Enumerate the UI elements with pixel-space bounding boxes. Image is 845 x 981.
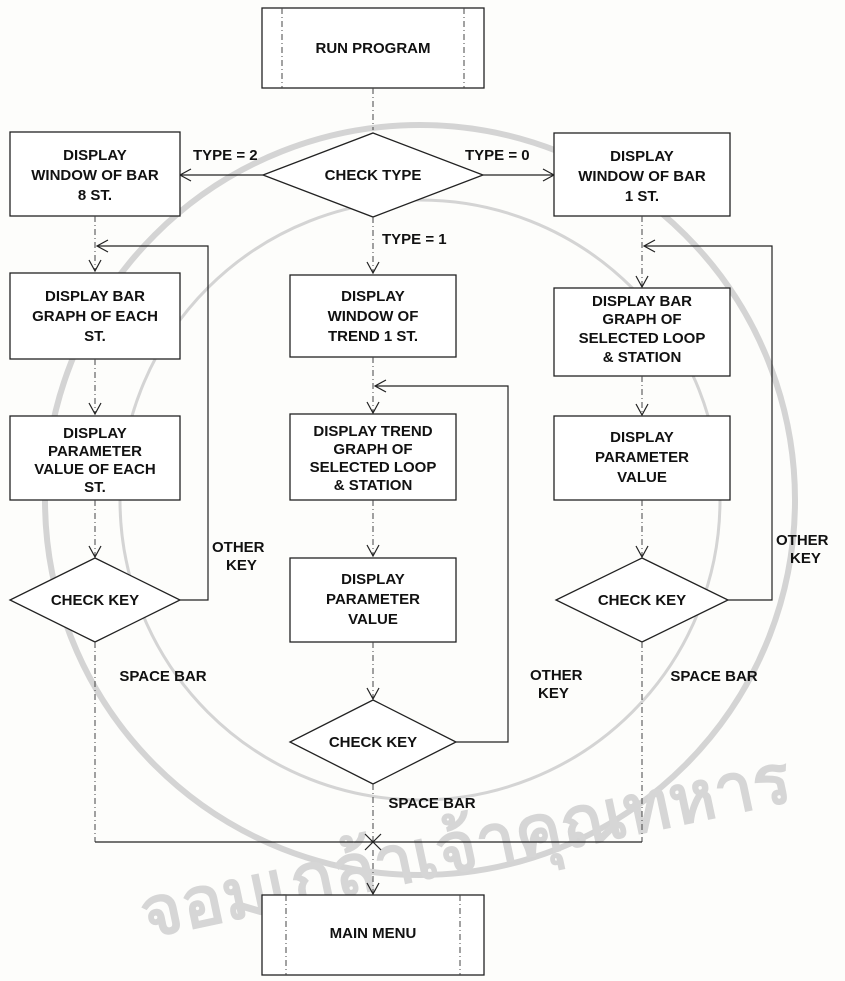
svg-text:GRAPH OF: GRAPH OF [602, 311, 681, 328]
svg-text:CHECK KEY: CHECK KEY [598, 592, 686, 609]
svg-text:DISPLAY: DISPLAY [341, 571, 405, 588]
svg-text:KEY: KEY [226, 557, 257, 574]
left-space-label: SPACE BAR [119, 668, 206, 685]
svg-text:PARAMETER: PARAMETER [48, 443, 142, 460]
check-type-label: CHECK TYPE [325, 167, 422, 184]
svg-text:DISPLAY TREND: DISPLAY TREND [313, 423, 432, 440]
mid-window-box: DISPLAY WINDOW OF TREND 1 ST. [290, 275, 456, 357]
type0-label: TYPE = 0 [465, 147, 530, 164]
mid-check-diamond: CHECK KEY [290, 700, 456, 784]
svg-text:& STATION: & STATION [334, 477, 413, 494]
svg-text:WINDOW OF BAR: WINDOW OF BAR [578, 168, 706, 185]
right-bargraph-box: DISPLAY BAR GRAPH OF SELECTED LOOP & STA… [554, 288, 730, 376]
mid-param-box: DISPLAY PARAMETER VALUE [290, 558, 456, 642]
mid-trend-box: DISPLAY TREND GRAPH OF SELECTED LOOP & S… [290, 414, 456, 500]
mid-space-label: SPACE BAR [388, 795, 475, 812]
svg-text:DISPLAY: DISPLAY [610, 148, 674, 165]
svg-text:VALUE: VALUE [617, 469, 667, 486]
svg-text:SELECTED LOOP: SELECTED LOOP [579, 330, 706, 347]
watermark-seal: จอมเกล้าเจ้าคุณทหาร [45, 125, 799, 958]
svg-text:GRAPH OF EACH: GRAPH OF EACH [32, 308, 158, 325]
svg-text:ST.: ST. [84, 328, 106, 345]
svg-text:PARAMETER: PARAMETER [326, 591, 420, 608]
end-box: MAIN MENU [262, 895, 484, 975]
svg-text:WINDOW OF: WINDOW OF [328, 308, 419, 325]
svg-text:KEY: KEY [538, 685, 569, 702]
svg-text:OTHER: OTHER [776, 532, 829, 549]
svg-text:TREND 1 ST.: TREND 1 ST. [328, 328, 418, 345]
svg-text:OTHER: OTHER [530, 667, 583, 684]
left-window-box: DISPLAY WINDOW OF BAR 8 ST. [10, 132, 180, 216]
svg-text:OTHER: OTHER [212, 539, 265, 556]
left-check-diamond: CHECK KEY [10, 558, 180, 642]
svg-text:WINDOW OF BAR: WINDOW OF BAR [31, 167, 159, 184]
svg-text:1 ST.: 1 ST. [625, 188, 659, 205]
start-box: RUN PROGRAM [262, 8, 484, 88]
svg-text:8 ST.: 8 ST. [78, 187, 112, 204]
svg-text:DISPLAY BAR: DISPLAY BAR [592, 293, 692, 310]
left-bargraph-box: DISPLAY BAR GRAPH OF EACH ST. [10, 273, 180, 359]
right-space-label: SPACE BAR [670, 668, 757, 685]
svg-text:CHECK KEY: CHECK KEY [329, 734, 417, 751]
svg-text:SELECTED LOOP: SELECTED LOOP [310, 459, 437, 476]
svg-text:DISPLAY BAR: DISPLAY BAR [45, 288, 145, 305]
svg-text:PARAMETER: PARAMETER [595, 449, 689, 466]
type2-label: TYPE = 2 [193, 147, 258, 164]
type1-label: TYPE = 1 [382, 231, 447, 248]
start-label: RUN PROGRAM [316, 40, 431, 57]
svg-text:DISPLAY: DISPLAY [63, 425, 127, 442]
svg-text:CHECK KEY: CHECK KEY [51, 592, 139, 609]
svg-text:VALUE OF EACH: VALUE OF EACH [34, 461, 155, 478]
svg-text:DISPLAY: DISPLAY [63, 147, 127, 164]
left-param-box: DISPLAY PARAMETER VALUE OF EACH ST. [10, 416, 180, 500]
right-param-box: DISPLAY PARAMETER VALUE [554, 416, 730, 500]
svg-text:GRAPH OF: GRAPH OF [333, 441, 412, 458]
svg-text:KEY: KEY [790, 550, 821, 567]
right-check-diamond: CHECK KEY [556, 558, 728, 642]
svg-text:ST.: ST. [84, 479, 106, 496]
end-label: MAIN MENU [330, 925, 417, 942]
svg-text:DISPLAY: DISPLAY [610, 429, 674, 446]
svg-text:& STATION: & STATION [603, 349, 682, 366]
right-window-box: DISPLAY WINDOW OF BAR 1 ST. [554, 133, 730, 216]
svg-text:VALUE: VALUE [348, 611, 398, 628]
svg-text:DISPLAY: DISPLAY [341, 288, 405, 305]
